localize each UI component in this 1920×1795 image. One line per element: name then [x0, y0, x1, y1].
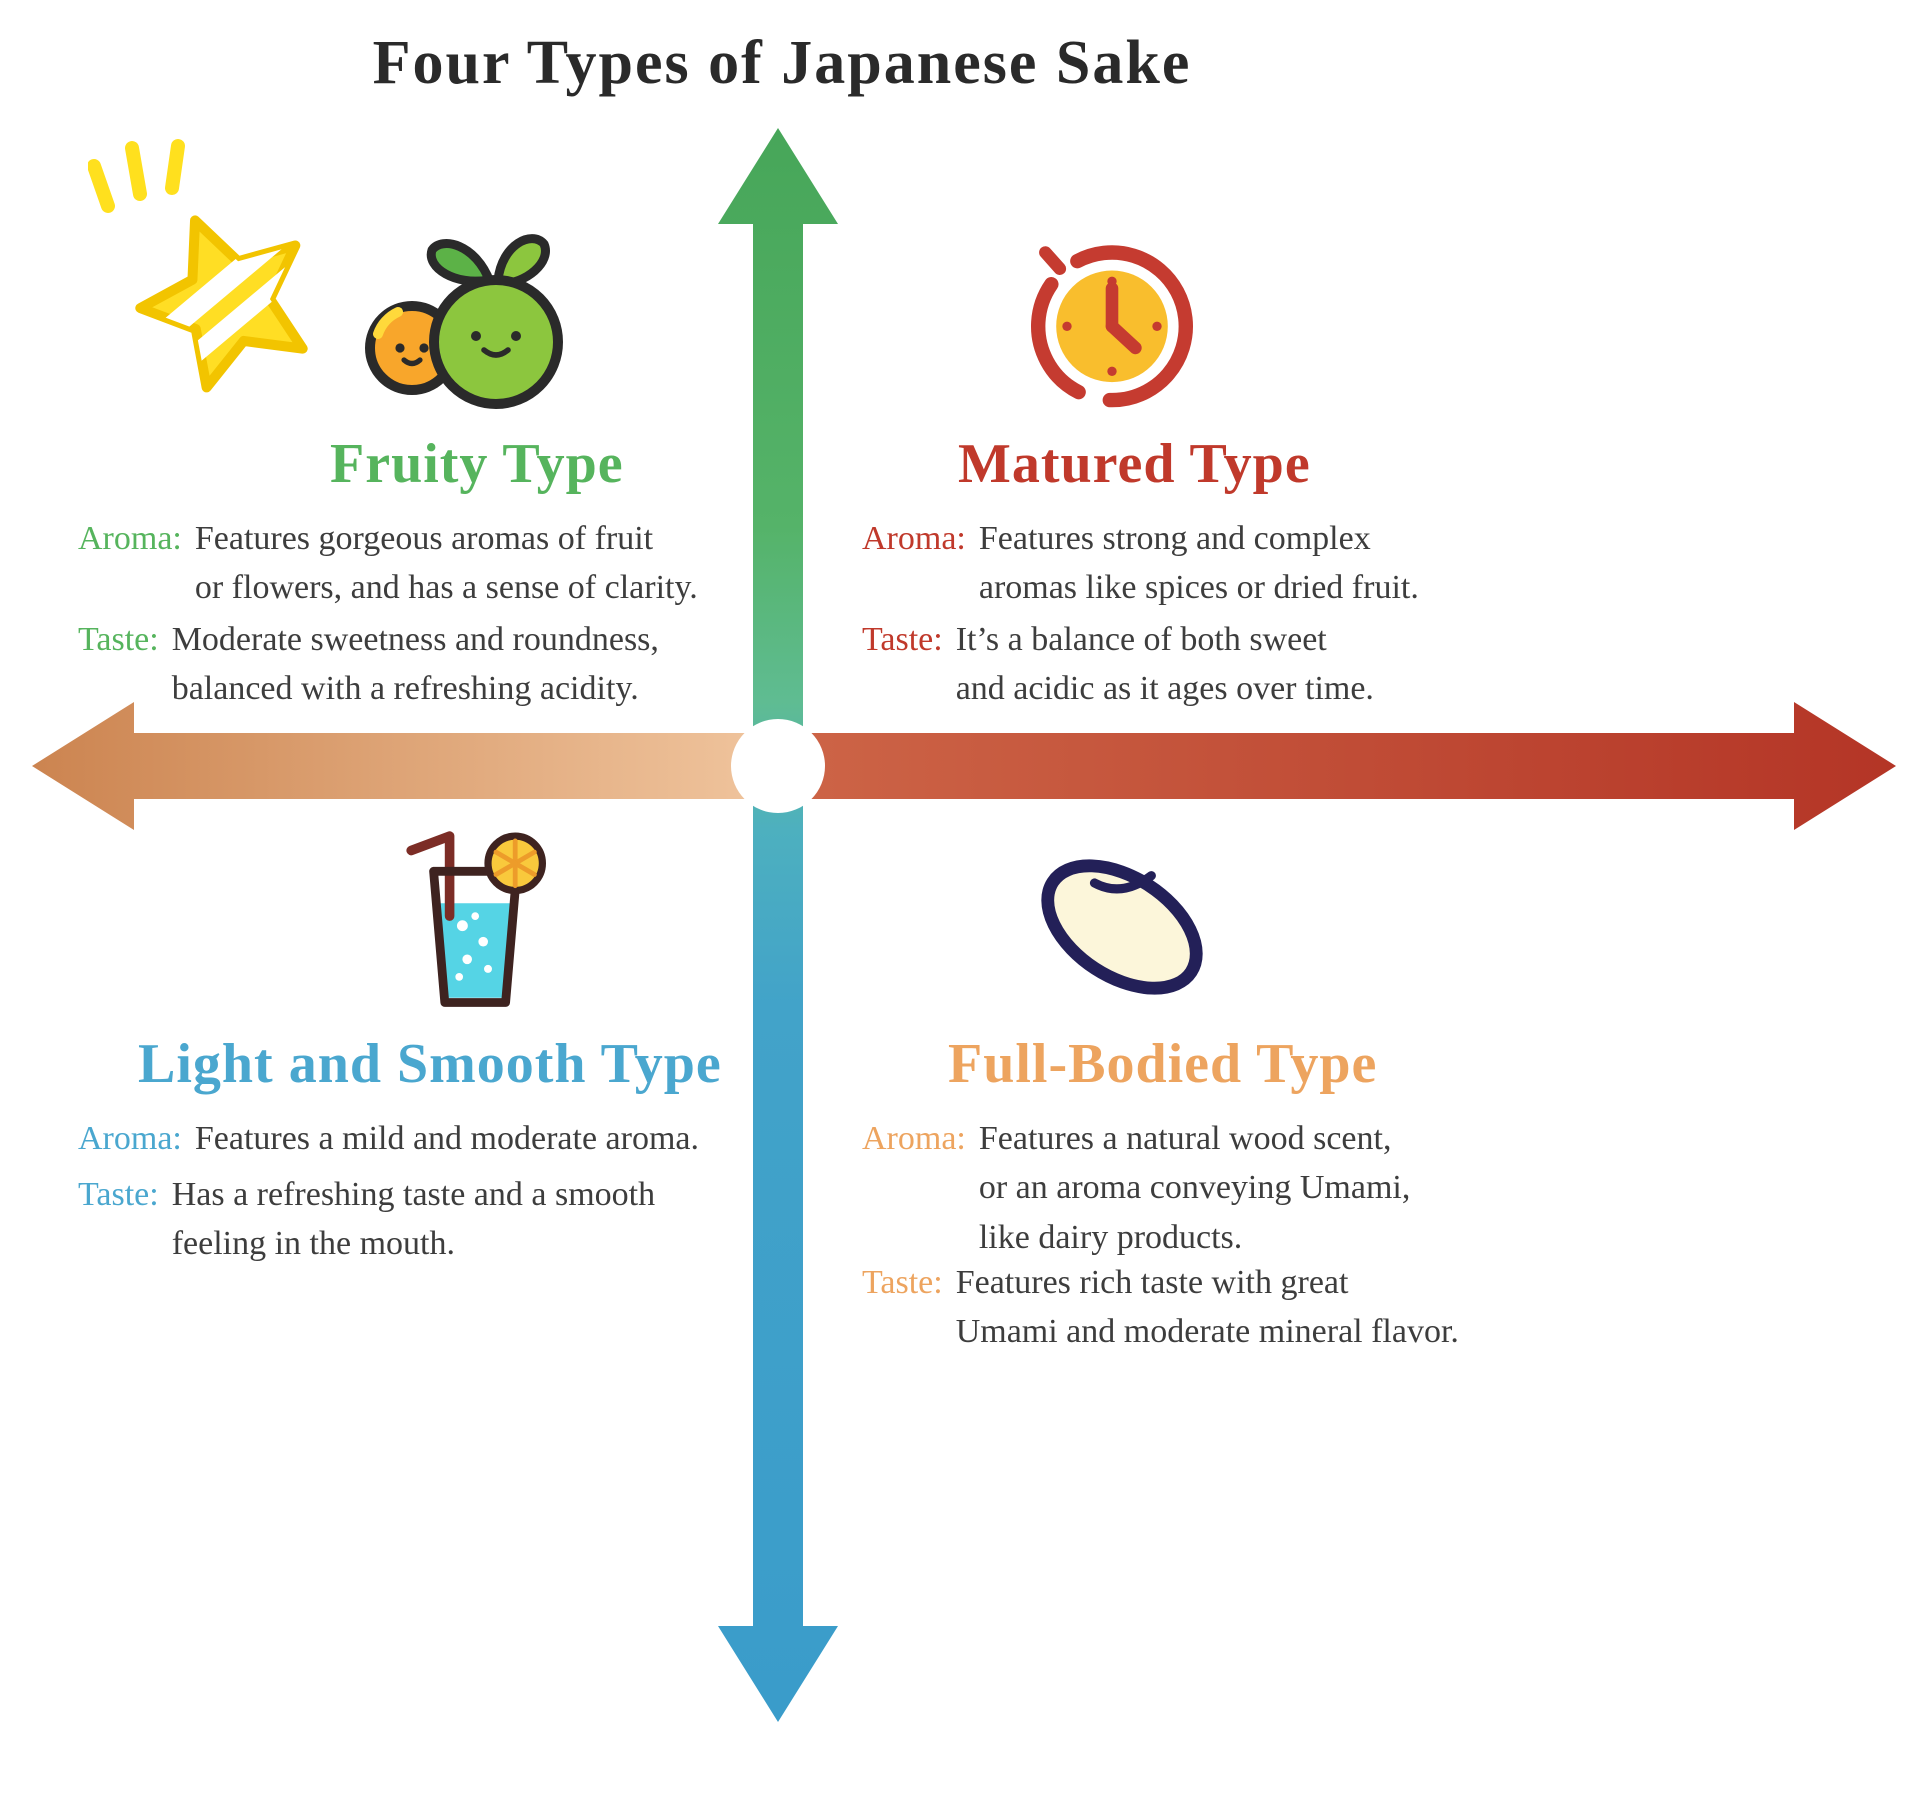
full-bodied-taste: Taste: Features rich taste with great Um… [862, 1258, 1459, 1357]
matured-aroma-text: Features strong and complex aromas like … [978, 520, 1419, 607]
rice-icon [1041, 859, 1203, 995]
page-title: Four Types of Japanese Sake [372, 29, 1192, 97]
clock-icon [1031, 245, 1193, 408]
matured-taste: Taste: It’s a balance of both sweet and … [862, 615, 1374, 714]
light-smooth-taste-text: Has a refreshing taste and a smooth feel… [171, 1176, 656, 1263]
matured-aroma-label: Aroma: [862, 520, 966, 557]
full-bodied-aroma-label: Aroma: [862, 1120, 966, 1157]
full-bodied-taste-label: Taste: [862, 1264, 943, 1301]
fruity-aroma: Aroma: Features gorgeous aromas of fruit… [78, 514, 698, 613]
light-smooth-aroma-text: Features a mild and moderate aroma. [194, 1120, 699, 1157]
fruity-type-heading: Fruity Type [330, 433, 624, 495]
left-axis-arrow [32, 702, 778, 830]
matured-taste-text: It’s a balance of both sweet and acidic … [955, 621, 1374, 708]
light-smooth-aroma-label: Aroma: [78, 1120, 182, 1157]
straw [406, 831, 455, 921]
full-bodied-aroma: Aroma: Features a natural wood scent, or… [862, 1114, 1410, 1262]
full-bodied-taste-text: Features rich taste with great Umami and… [955, 1264, 1459, 1351]
fruits-icon [365, 234, 563, 409]
full-bodied-aroma-text: Features a natural wood scent, or an aro… [978, 1120, 1411, 1256]
matured-type-heading: Matured Type [958, 433, 1311, 495]
matured-aroma: Aroma: Features strong and complex aroma… [862, 514, 1419, 613]
matured-taste-label: Taste: [862, 621, 943, 658]
fruity-taste-text: Moderate sweetness and roundness, balanc… [171, 621, 659, 708]
axis-center-gap [731, 719, 825, 813]
light-smooth-taste: Taste: Has a refreshing taste and a smoo… [78, 1170, 655, 1269]
fruity-aroma-text: Features gorgeous aromas of fruit or flo… [194, 520, 698, 607]
light-smooth-aroma: Aroma: Features a mild and moderate arom… [78, 1114, 699, 1163]
full-bodied-type-heading: Full-Bodied Type [948, 1033, 1378, 1095]
fruity-aroma-label: Aroma: [78, 520, 182, 557]
sparkle-star-icon [88, 139, 328, 400]
fruity-taste-label: Taste: [78, 621, 159, 658]
glass-icon [406, 831, 546, 1007]
light-smooth-taste-label: Taste: [78, 1176, 159, 1213]
right-axis-arrow [778, 702, 1896, 830]
light-smooth-type-heading: Light and Smooth Type [138, 1033, 722, 1095]
fruity-taste: Taste: Moderate sweetness and roundness,… [78, 615, 659, 714]
lemon-slice [484, 832, 546, 895]
vertical-axis-arrow [718, 128, 838, 1722]
